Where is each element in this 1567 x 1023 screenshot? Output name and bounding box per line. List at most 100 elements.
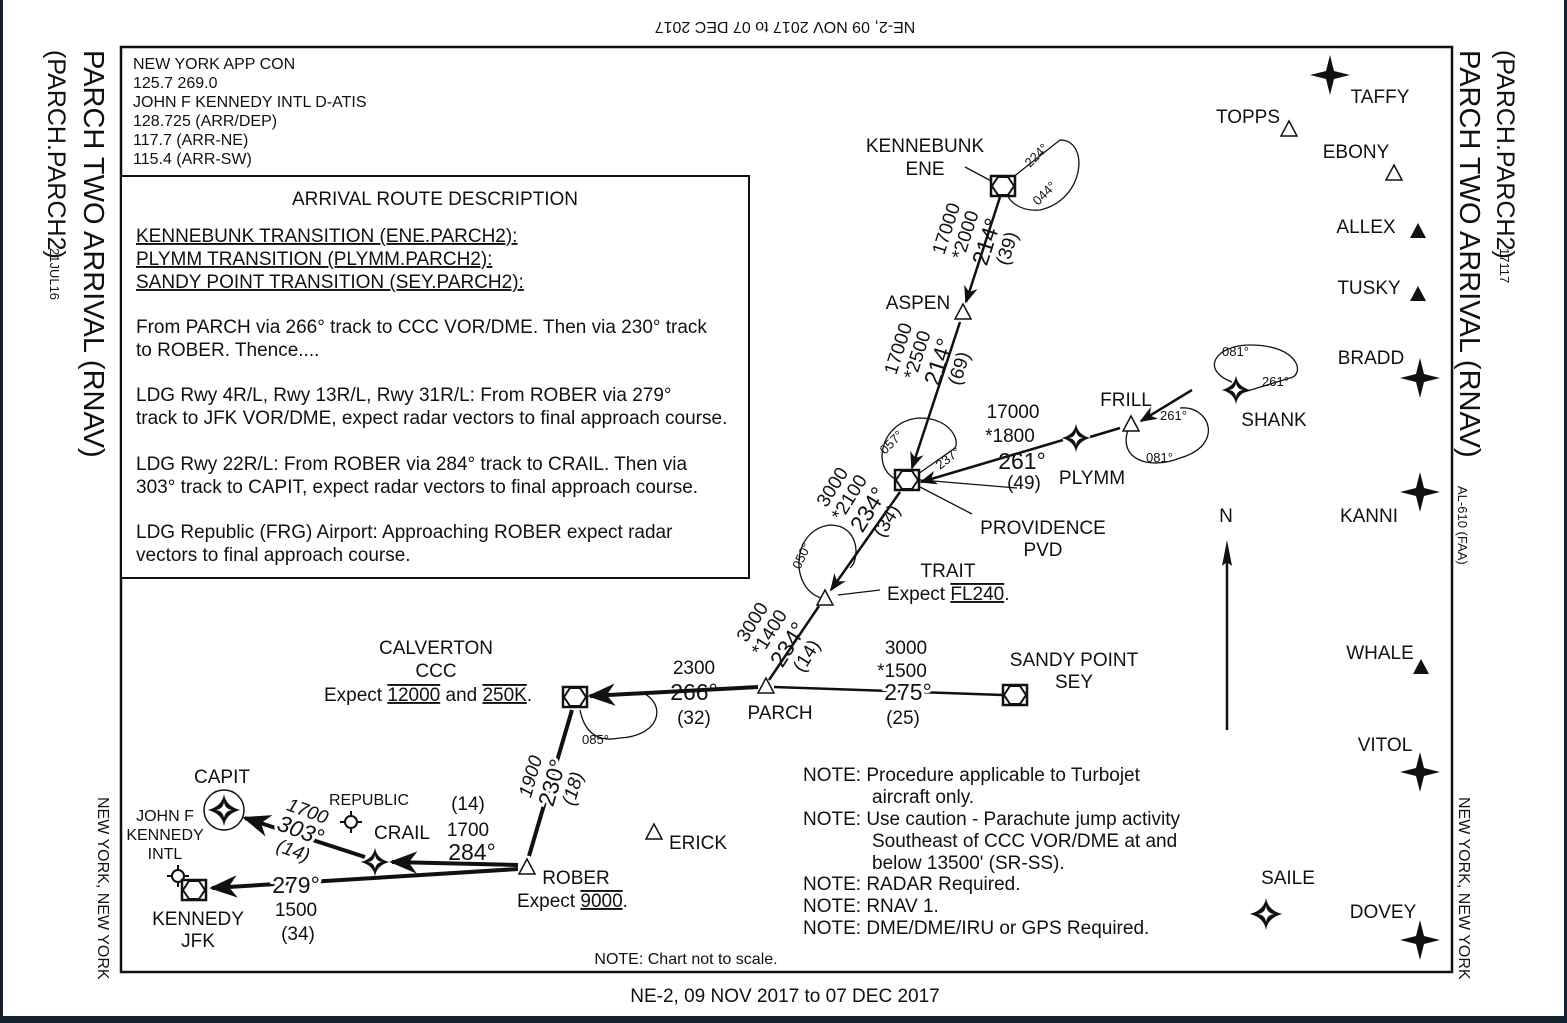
shank-label: SHANK — [1241, 410, 1307, 431]
hold-frill-081: 081° — [1146, 450, 1173, 465]
sandy-point-vor-icon — [1001, 683, 1029, 707]
route-sey-parch — [773, 685, 1004, 697]
saile-waypoint-icon — [1249, 897, 1283, 931]
route-frill-plymm — [1089, 426, 1121, 439]
plymm-waypoint-icon — [1061, 423, 1091, 453]
route-parch-ccc — [587, 683, 759, 706]
effective-date-top: NE-2, 09 NOV 2017 to 07 DEC 2017 — [655, 18, 916, 35]
bradd-label: BRADD — [1338, 348, 1405, 369]
right-location: NEW YORK, NEW YORK — [1455, 797, 1472, 980]
jfk-airport-label: JOHN F — [136, 808, 194, 825]
bradd-waypoint-icon — [1400, 358, 1440, 398]
topps-waypoint-icon — [1280, 120, 1298, 137]
crail-label: CRAIL — [374, 823, 430, 844]
leg-aspen-pvd-label: 17000 *2500 214° (69) — [881, 321, 975, 389]
vitol-waypoint-icon — [1400, 752, 1440, 792]
route-plymm-pvd — [919, 438, 1064, 485]
comm-line: 125.7 269.0 — [133, 75, 218, 92]
rober-label: ROBER — [542, 868, 610, 889]
erick-label: ERICK — [669, 833, 727, 854]
ebony-waypoint-icon — [1385, 164, 1403, 181]
republic-label: REPUBLIC — [329, 792, 409, 809]
trait-label: TRAIT — [921, 561, 976, 582]
note-line: aircraft only. — [872, 787, 974, 808]
comm-line: JOHN F KENNEDY INTL D-ATIS — [133, 94, 367, 111]
sandy-point-label: SANDY POINT — [1010, 650, 1139, 671]
calverton-expect-and: and — [446, 685, 478, 706]
parch-label: PARCH — [747, 703, 812, 724]
hold-ccc-085: 085° — [582, 732, 609, 747]
description-text: 303° track to CAPIT, expect radar vector… — [136, 477, 698, 498]
description-text: vectors to final approach course. — [136, 545, 411, 566]
north-arrow-icon: N — [1219, 506, 1233, 730]
leg-mea: 3000 — [885, 638, 927, 659]
pvd-leader-line — [919, 486, 973, 515]
comm-line: 117.7 (ARR-NE) — [133, 132, 248, 149]
route-lines — [209, 166, 1193, 898]
providence-id: PVD — [1023, 540, 1062, 561]
republic-airport-icon — [339, 810, 363, 834]
jfk-airport-label: INTL — [148, 846, 183, 863]
trait-expect-prefix: Expect — [887, 584, 946, 605]
kanni-label: KANNI — [1340, 506, 1398, 527]
leg-mea: 17000 — [987, 402, 1040, 423]
trait-expect-altitude: FL240 — [950, 584, 1004, 605]
route-pvd-trait — [829, 491, 902, 592]
calverton-expect-speed: 250K — [482, 685, 527, 706]
hold-trait-050: 050° — [789, 541, 814, 572]
crail-waypoint-icon — [360, 847, 390, 877]
capit-label: CAPIT — [194, 767, 250, 788]
transition-kennebunk: KENNEBUNK TRANSITION (ENE.PARCH2): — [136, 226, 517, 247]
hold-ene — [1007, 139, 1080, 211]
leg-ene-aspen-label: 17000 *2000 214° (39) — [929, 201, 1023, 269]
hold-shank — [1213, 344, 1299, 393]
leg-course: 261° — [998, 448, 1046, 474]
chart-page: NE-2, 09 NOV 2017 to 07 DEC 2017 NE-2, 0… — [3, 0, 1564, 1016]
right-title: PARCH TWO ARRIVAL (RNAV) — [1453, 50, 1485, 458]
tusky-waypoint-icon — [1410, 286, 1426, 301]
tusky-label: TUSKY — [1337, 278, 1401, 299]
description-text: From PARCH via 266° track to CCC VOR/DME… — [136, 317, 707, 338]
hold-frill-261: 261° — [1160, 408, 1187, 423]
parch-waypoint-icon — [757, 677, 775, 694]
comm-line: 128.725 (ARR/DEP) — [133, 113, 277, 130]
route-ene-aspen — [964, 196, 1002, 304]
dovey-label: DOVEY — [1350, 902, 1417, 923]
leg-trait-parch-label: 3000 *1400 234° (14) — [733, 599, 825, 676]
transition-plymm: PLYMM TRANSITION (PLYMM.PARCH2): — [136, 249, 492, 270]
sandy-point-id: SEY — [1055, 672, 1093, 693]
description-text: LDG Republic (FRG) Airport: Approaching … — [136, 522, 673, 543]
comm-line: 115.4 (ARR-SW) — [133, 151, 252, 168]
calverton-expect: Expect 12000 and 250K. — [324, 685, 532, 706]
leg-plymm-pvd-label: 17000 *1800 261° (49) — [985, 402, 1046, 494]
route-ccc-rober — [527, 709, 574, 857]
calverton-expect-prefix: Expect — [324, 685, 383, 706]
left-procedure-code: (PARCH.PARCH2) — [42, 50, 70, 259]
note-line: NOTE: RADAR Required. — [803, 874, 1021, 895]
frill-label: FRILL — [1100, 390, 1152, 411]
left-title: PARCH TWO ARRIVAL (RNAV) — [77, 50, 109, 458]
leg-course: 266° — [670, 679, 718, 705]
note-line: Southeast of CCC VOR/DME at and — [872, 831, 1177, 852]
leg-distance: (49) — [1007, 473, 1041, 494]
rober-expect: Expect 9000. — [517, 891, 628, 912]
leg-course: 279° — [272, 872, 320, 898]
allex-label: ALLEX — [1336, 217, 1395, 238]
topps-label: TOPPS — [1216, 107, 1280, 128]
leg-distance: (34) — [281, 924, 315, 945]
route-aspen-pvd — [910, 321, 962, 470]
trait-expect: Expect FL240. — [887, 584, 1010, 605]
description-title: ARRIVAL ROUTE DESCRIPTION — [292, 189, 578, 210]
plymm-label: PLYMM — [1059, 468, 1125, 489]
rober-expect-altitude: 9000 — [580, 891, 622, 912]
note-line: below 13500' (SR-SS). — [872, 853, 1065, 874]
calverton-vor-icon — [561, 685, 589, 709]
effective-date-bottom: NE-2, 09 NOV 2017 to 07 DEC 2017 — [630, 986, 939, 1007]
calverton-expect-altitude: 12000 — [387, 685, 440, 706]
providence-vor-icon — [893, 468, 921, 492]
trait-leader-line — [837, 589, 881, 596]
kennebunk-vor-icon — [989, 174, 1017, 198]
north-label: N — [1219, 506, 1233, 527]
leg-distance: (25) — [886, 708, 920, 729]
